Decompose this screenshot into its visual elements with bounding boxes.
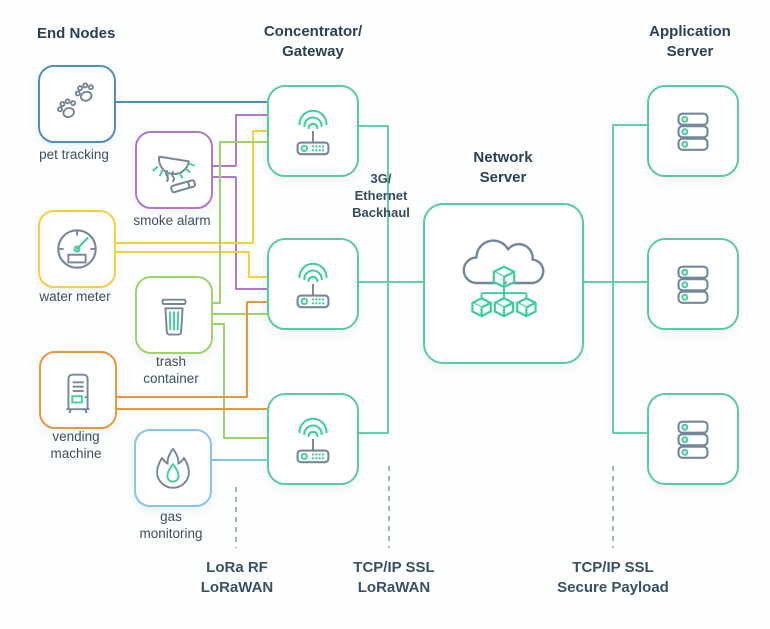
end-nodes-header: End Nodes (37, 25, 116, 42)
node-pet-tracking (38, 65, 116, 143)
wifi-router-icon (296, 417, 330, 464)
protocol-label-tcpip-secure: TCP/IP SSL Secure Payload (557, 559, 669, 596)
smoke-detector-icon (152, 155, 197, 194)
wifi-router-icon (296, 262, 330, 309)
application-server-3 (647, 393, 739, 485)
application-server-header: Application Server (649, 23, 731, 60)
gateway-1 (267, 85, 359, 177)
network-server (423, 203, 584, 364)
node-label-vending-machine: vending machine (50, 429, 102, 461)
wire-smoke-to-gateway1 (208, 114, 267, 167)
cloud-network-icon (462, 238, 544, 317)
node-water-meter (38, 210, 116, 288)
gateway-header: Concentrator/ Gateway (263, 23, 363, 60)
node-vending-machine (39, 351, 117, 429)
application-server-2 (647, 238, 739, 330)
gauge-icon (57, 229, 97, 269)
node-trash-container (135, 276, 213, 354)
application-server-1 (647, 85, 739, 177)
node-label-water-meter: water meter (39, 289, 111, 304)
server-stack-icon (677, 265, 709, 304)
node-gas-monitoring (134, 429, 212, 507)
wifi-router-icon (296, 109, 330, 156)
node-smoke-alarm (135, 131, 213, 209)
backhaul-label: 3G/ Ethernet Backhaul (352, 171, 410, 220)
wire-backhaul-trunk (355, 125, 389, 434)
node-label-smoke-alarm: smoke alarm (133, 213, 211, 228)
paw-prints-icon (57, 82, 94, 119)
wire-smoke-to-gateway2 (208, 176, 267, 290)
gateway-3 (267, 393, 359, 485)
wire-vending-to-gateway2 (111, 301, 267, 398)
wire-trash-to-gateway1 (208, 141, 267, 304)
server-stack-icon (677, 420, 709, 459)
wire-appserver-trunk (612, 124, 647, 434)
node-label-gas-monitoring: gas monitoring (139, 509, 203, 541)
node-label-pet-tracking: pet tracking (39, 147, 109, 162)
trash-can-icon (161, 298, 187, 336)
protocol-label-tcpip-lorawan: TCP/IP SSL LoRaWAN (353, 559, 435, 596)
protocol-label-lora-rf: LoRa RF LoRaWAN (200, 559, 274, 596)
node-label-trash-container: trash container (143, 354, 199, 386)
wire-trash-to-gateway3 (208, 323, 267, 439)
vending-machine-icon (66, 373, 90, 413)
network-server-header: Network Server (473, 149, 533, 186)
gateway-2 (267, 238, 359, 330)
wire-water-to-gateway1 (110, 130, 267, 244)
wire-water-to-gateway2 (110, 251, 267, 278)
flame-icon (156, 447, 190, 489)
server-stack-icon (677, 112, 709, 151)
